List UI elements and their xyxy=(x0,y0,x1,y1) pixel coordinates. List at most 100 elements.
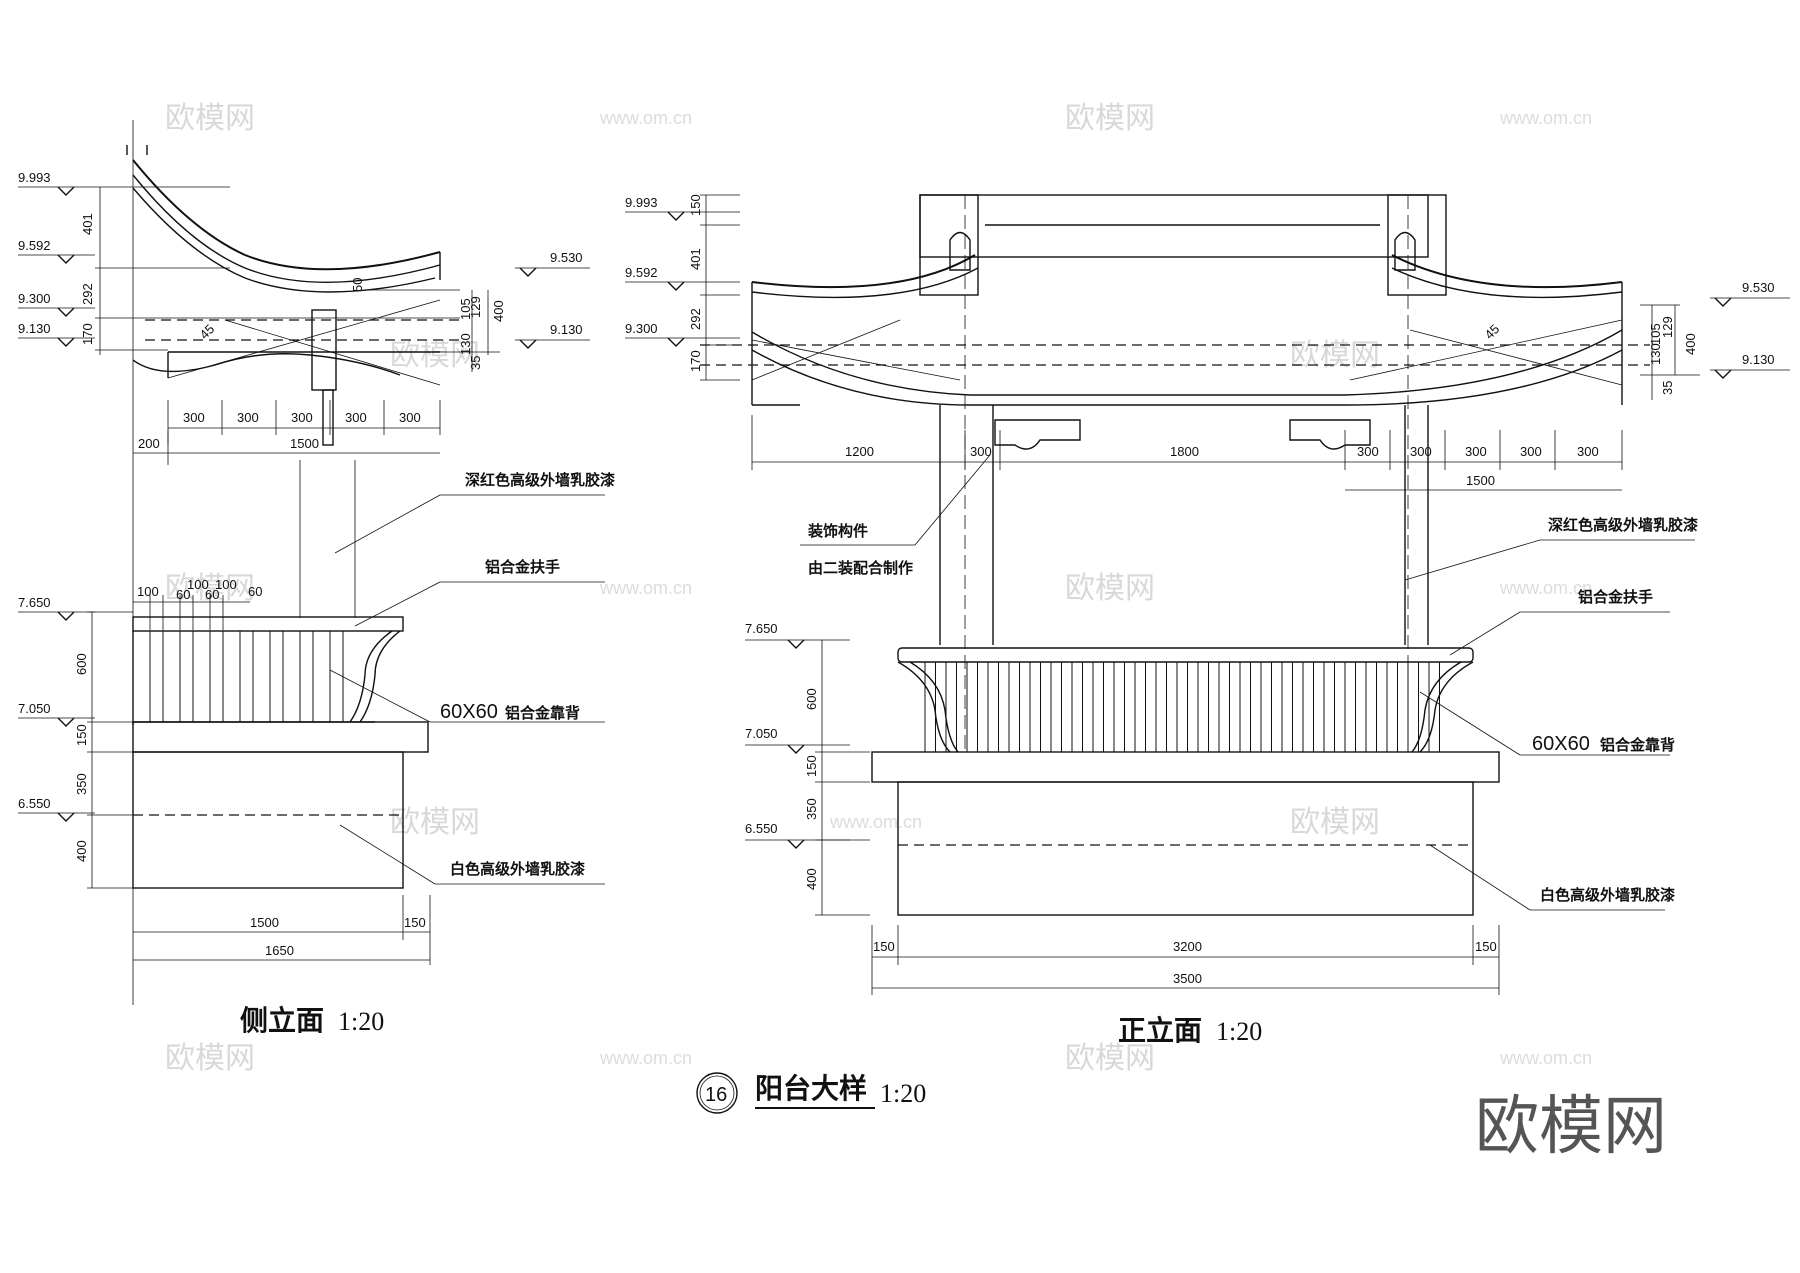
side-vdims-right: 50 129 105 130 35 400 9.530 9.130 45 xyxy=(197,250,590,372)
side-vdims-left: 401 292 170 600 150 350 400 xyxy=(74,186,460,889)
decor-bracket xyxy=(1289,419,1371,450)
vdim: 400 xyxy=(74,840,89,862)
angle-label: 45 xyxy=(197,321,218,342)
note-handrail: 铝合金扶手 xyxy=(1578,588,1653,606)
note-backrest: 铝合金靠背 xyxy=(1600,736,1675,754)
front-vdims-left: 150 401 292 170 600 150 350 400 xyxy=(688,194,870,916)
watermark: 欧模网 xyxy=(1290,805,1380,840)
front-base-wall xyxy=(897,781,1474,916)
watermark: 欧模网 xyxy=(390,338,480,373)
vdim: 350 xyxy=(74,773,89,795)
vdim: 401 xyxy=(80,213,95,235)
level-label: 9.530 xyxy=(1742,280,1775,295)
vdim: 170 xyxy=(688,350,703,372)
level-label: 9.993 xyxy=(18,170,51,185)
side-level-markers: 9.993 9.592 9.300 9.130 7.650 7.050 6.55… xyxy=(18,170,95,822)
level-label: 6.550 xyxy=(18,796,51,811)
hdim: 1650 xyxy=(265,943,294,958)
vdim: 130 xyxy=(1648,343,1663,365)
note-decor: 装饰构件 xyxy=(807,522,868,540)
hdim: 60 xyxy=(205,587,219,602)
side-notes: 深红色高级外墙乳胶漆 铝合金扶手 60X60 铝合金靠背 白色高级外墙乳胶漆 xyxy=(329,471,615,885)
front-roof-right-curve xyxy=(1391,254,1623,289)
watermark-layer: 欧模网 www.om.cn 欧模网 www.om.cn 欧模网 欧模网 欧模网 … xyxy=(165,101,1592,1076)
front-roof-left-curve xyxy=(751,254,976,289)
note-paint-red: 深红色高级外墙乳胶漆 xyxy=(465,471,615,489)
decor-bracket xyxy=(994,419,1081,450)
hdim: 60 xyxy=(176,587,190,602)
watermark-url: www.om.cn xyxy=(599,578,692,598)
watermark-url: www.om.cn xyxy=(1499,108,1592,128)
hdim: 300 xyxy=(1577,444,1599,459)
watermark-url: www.om.cn xyxy=(599,1048,692,1068)
vdim: 129 xyxy=(1660,316,1675,338)
side-roof-dims: 300 300 300 300 300 200 1500 xyxy=(133,400,441,465)
note-backrest: 铝合金靠背 xyxy=(505,704,580,722)
hdim: 100 xyxy=(187,577,209,592)
hdim: 1200 xyxy=(845,444,874,459)
note-paint-white: 白色高级外墙乳胶漆 xyxy=(1540,886,1675,904)
side-base-dims: 1500 150 1650 xyxy=(133,895,431,965)
watermark-url: www.om.cn xyxy=(1499,578,1592,598)
note-backrest-size: 60X60 xyxy=(1532,733,1590,755)
watermark-url: www.om.cn xyxy=(829,812,922,832)
watermark: 欧模网 xyxy=(1290,338,1380,373)
hdim: 300 xyxy=(183,410,205,425)
side-railing: 100 60 100 60 100 60 xyxy=(132,577,404,725)
hdim: 300 xyxy=(1520,444,1542,459)
corner-brand-logo: 欧模网 xyxy=(1475,1090,1667,1164)
level-label: 6.550 xyxy=(745,821,778,836)
front-cornice xyxy=(919,194,1429,258)
level-label: 9.130 xyxy=(18,321,51,336)
vdim: 105 xyxy=(1648,323,1663,345)
hdim: 60 xyxy=(248,584,262,599)
hdim: 100 xyxy=(137,584,159,599)
watermark-url: www.om.cn xyxy=(1499,1048,1592,1068)
vdim: 170 xyxy=(80,323,95,345)
hdim: 300 xyxy=(1465,444,1487,459)
hdim: 3500 xyxy=(1173,971,1202,986)
vdim: 129 xyxy=(468,296,483,318)
vdim: 150 xyxy=(74,724,89,746)
hdim: 300 xyxy=(1357,444,1379,459)
hdim: 300 xyxy=(970,444,992,459)
vdim: 105 xyxy=(458,298,473,320)
handrail xyxy=(132,616,404,632)
side-scale: 1:20 xyxy=(338,1007,384,1036)
front-title: 正立面 xyxy=(1118,1014,1202,1047)
vdim: 50 xyxy=(350,278,365,292)
vdim: 150 xyxy=(688,194,703,216)
level-label: 9.300 xyxy=(18,291,51,306)
level-label: 9.130 xyxy=(1742,352,1775,367)
detail-title-block: 16 阳台大样 1:20 xyxy=(696,1072,926,1114)
front-level-markers: 9.993 9.592 9.300 7.650 7.050 6.550 xyxy=(625,195,850,849)
level-label: 7.050 xyxy=(18,701,51,716)
front-vdims-right: 129 105 130 35 400 9.530 9.130 45 xyxy=(1482,280,1790,400)
angle-label: 45 xyxy=(1482,321,1503,342)
vdim: 600 xyxy=(804,688,819,710)
hdim: 150 xyxy=(1475,939,1497,954)
vdim: 35 xyxy=(1660,381,1675,395)
hdim: 150 xyxy=(404,915,426,930)
note-backrest-size: 60X60 xyxy=(440,701,498,723)
hdim: 300 xyxy=(399,410,421,425)
detail-title: 阳台大样 xyxy=(755,1072,867,1105)
front-scale: 1:20 xyxy=(1216,1017,1262,1046)
level-label: 9.300 xyxy=(625,321,658,336)
detail-number-circle xyxy=(696,1072,738,1114)
note-decor-made: 由二装配合制作 xyxy=(808,559,913,577)
vdim: 292 xyxy=(80,283,95,305)
watermark: 欧模网 xyxy=(165,101,255,136)
note-handrail: 铝合金扶手 xyxy=(485,558,560,576)
watermark: 欧模网 xyxy=(390,805,480,840)
level-label: 9.530 xyxy=(550,250,583,265)
vdim: 35 xyxy=(468,356,483,370)
level-label: 9.592 xyxy=(18,238,51,253)
level-label: 7.650 xyxy=(18,595,51,610)
front-base-dims: 150 3200 150 3500 xyxy=(871,925,1500,995)
front-roof-dims: 1200 300 1800 300 300 300 300 300 1500 xyxy=(751,415,1623,491)
front-slab xyxy=(871,751,1500,783)
level-label: 7.050 xyxy=(745,726,778,741)
vdim: 600 xyxy=(74,653,89,675)
